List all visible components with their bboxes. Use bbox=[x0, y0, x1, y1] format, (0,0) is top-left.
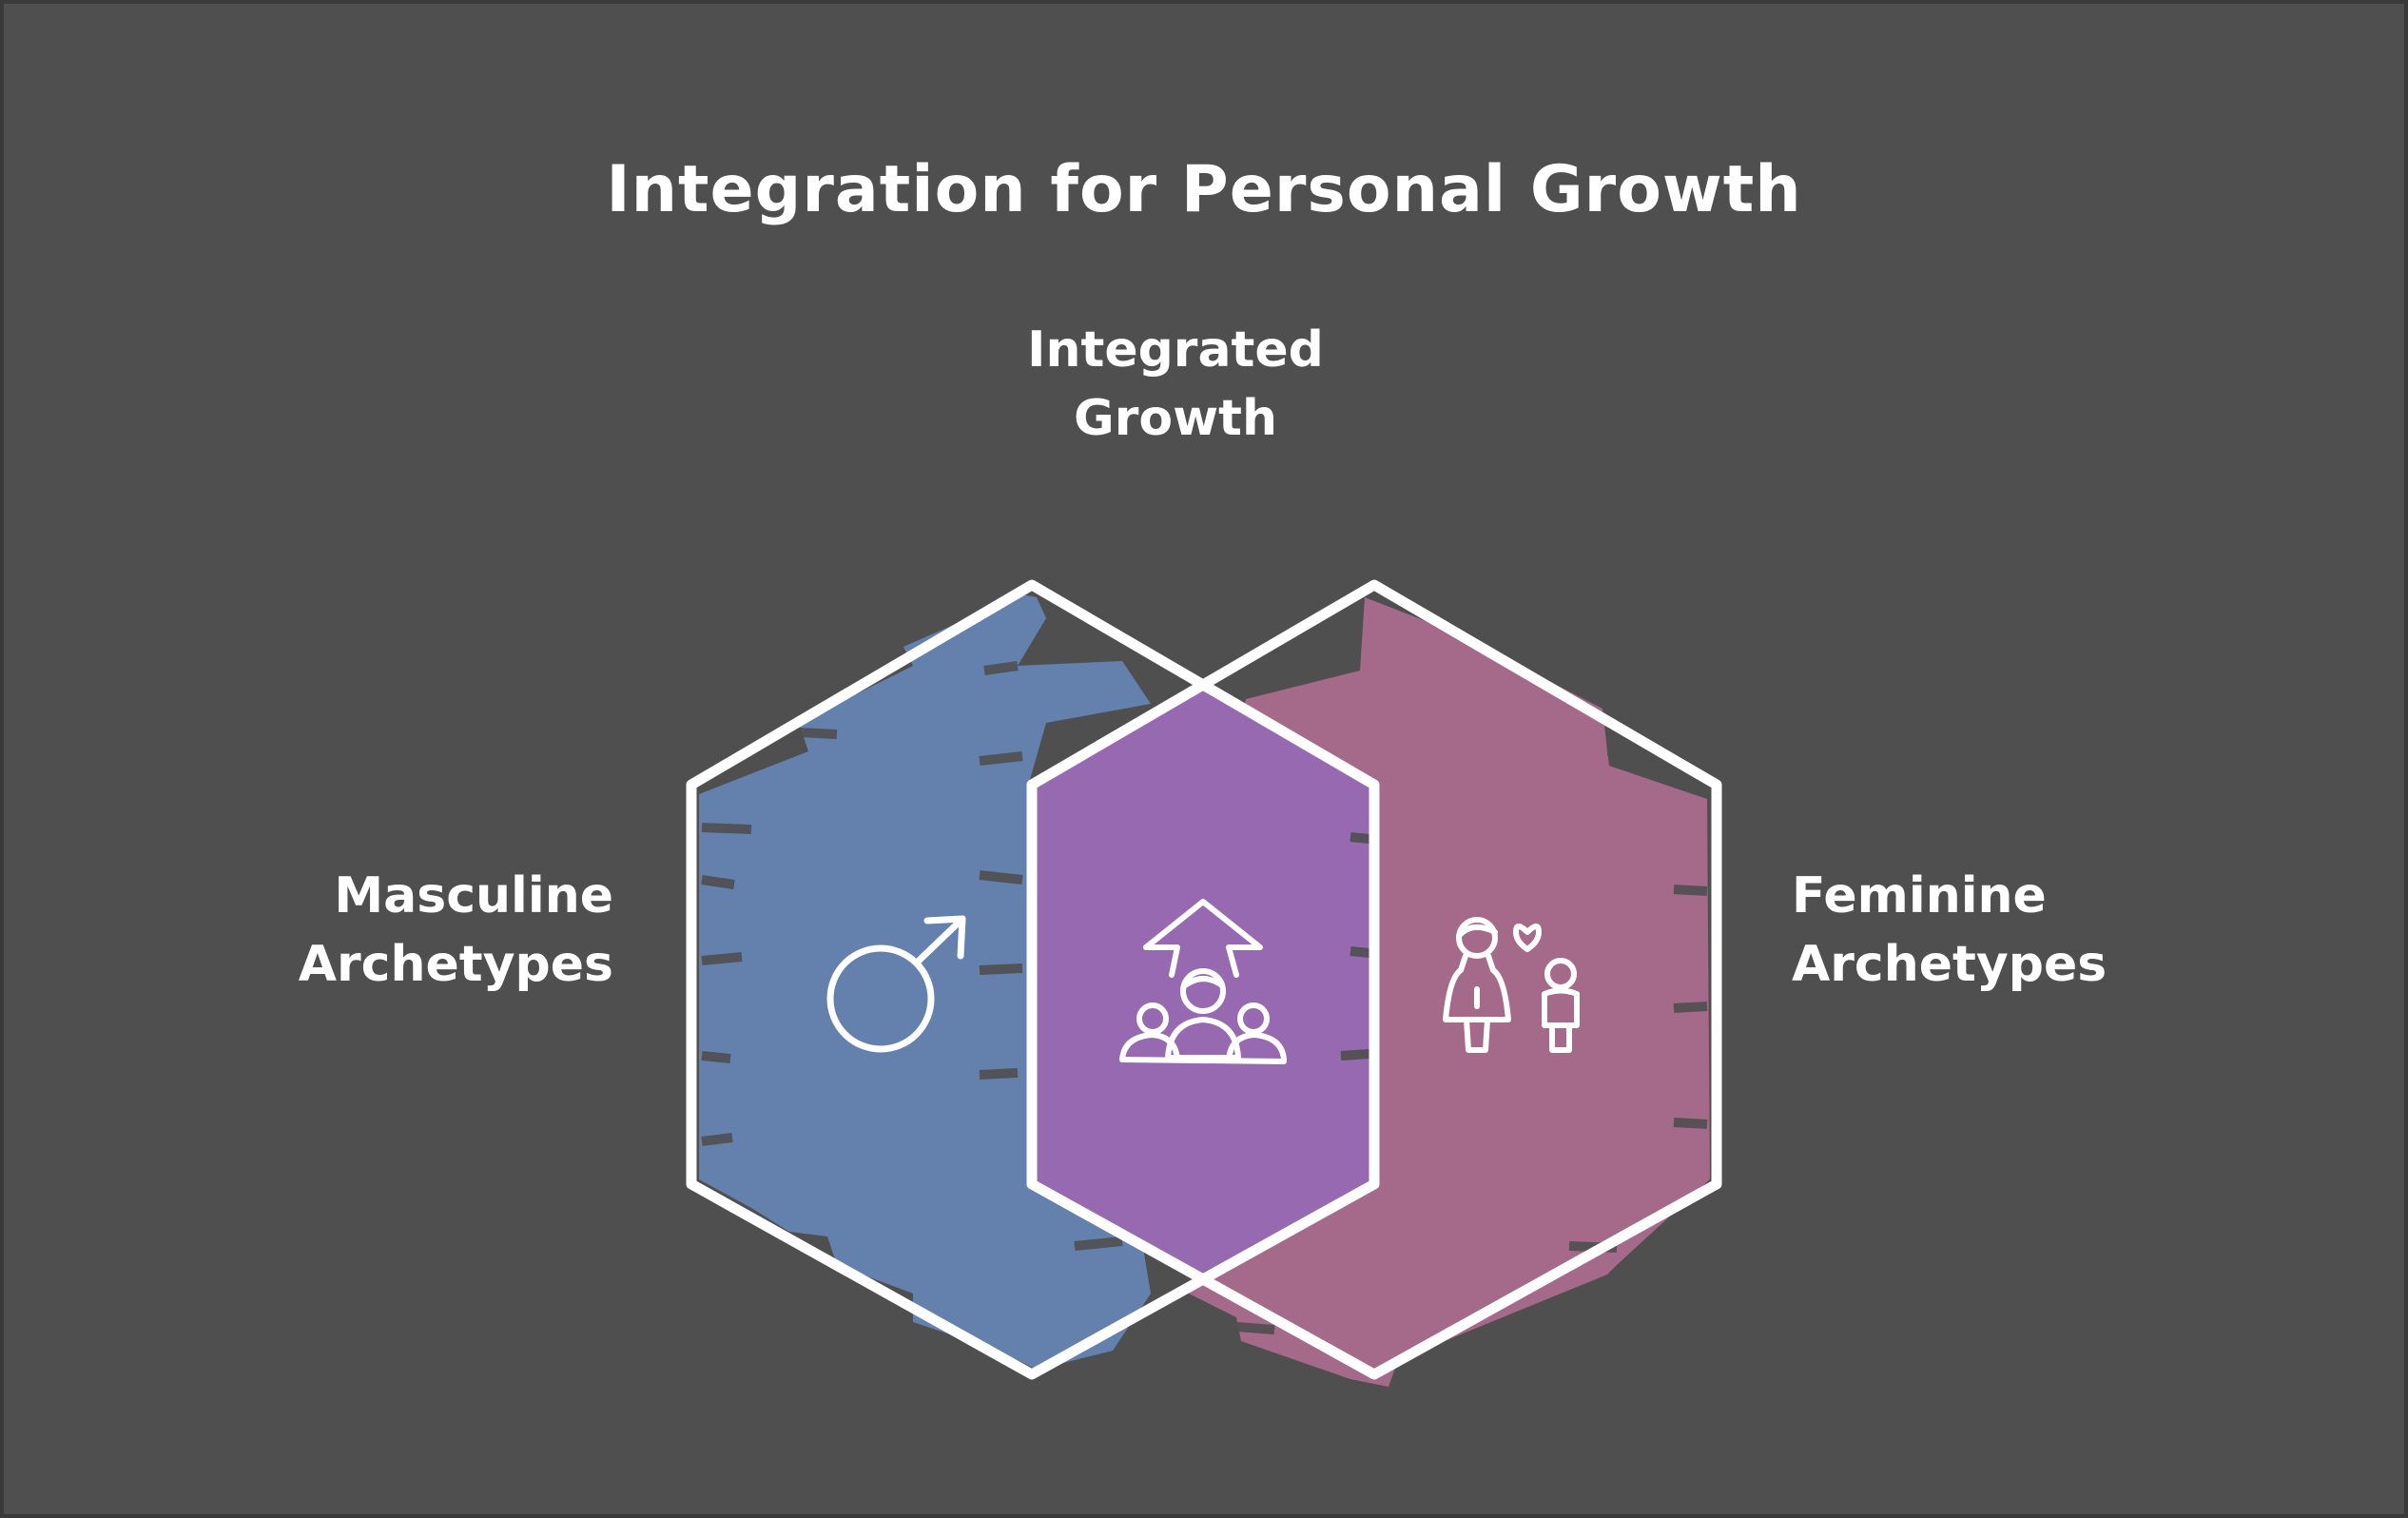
page-title: Integration for Personal Growth bbox=[606, 152, 1802, 227]
integrated-region bbox=[1032, 685, 1374, 1279]
mother-child-heart-icon bbox=[1443, 917, 1580, 1053]
masculine-archetypes-label-line1: Masculine bbox=[334, 867, 613, 924]
integrated-growth-label: Integrated Growth bbox=[919, 316, 1432, 453]
feminine-archetypes-label-line2: Archetypes bbox=[1792, 936, 2107, 993]
male-symbol-icon bbox=[826, 915, 966, 1053]
masculine-archetypes-label: Masculine Archetypes bbox=[171, 862, 613, 999]
masculine-hexagon-outline bbox=[686, 579, 1380, 1380]
feminine-archetypes-label-line1: Feminine bbox=[1792, 867, 2047, 924]
integrated-region-fill bbox=[1032, 685, 1374, 1279]
hexagon-outlines bbox=[686, 579, 1722, 1380]
masculine-archetypes-label-line2: Archetypes bbox=[298, 936, 613, 993]
brush-texture bbox=[701, 661, 1708, 1334]
group-growth-arrow-icon bbox=[1119, 899, 1287, 1064]
feminine-hexagon-outline bbox=[1026, 579, 1722, 1380]
integrated-growth-label-line2: Growth bbox=[1074, 390, 1277, 447]
feminine-archetypes-label: Feminine Archetypes bbox=[1792, 862, 2248, 999]
integrated-growth-label-line1: Integrated bbox=[1027, 321, 1324, 379]
